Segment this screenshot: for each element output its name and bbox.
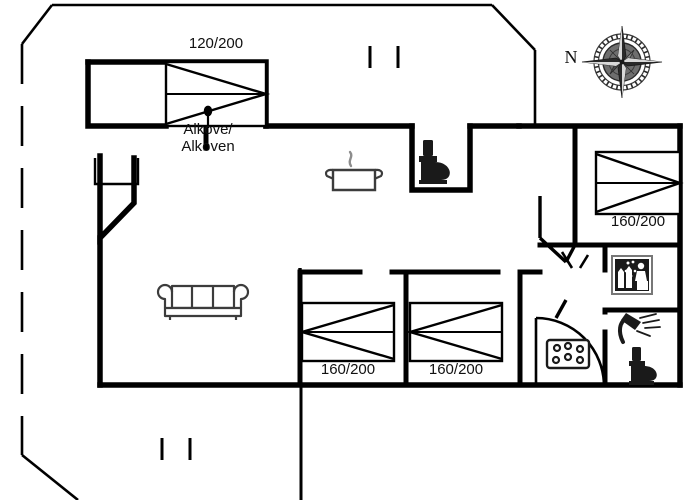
- stove-icon: [545, 338, 591, 370]
- cooking-pot-icon: [324, 150, 384, 192]
- bed-size-label-right-wing: 160/200: [610, 213, 666, 230]
- house-exterior-walls: [85, 59, 683, 388]
- door-leaf-marks: [560, 251, 590, 269]
- property-boundary: [20, 3, 537, 500]
- door-openings: [298, 196, 577, 319]
- sofa-icon: [156, 283, 250, 320]
- bed-icon-right-wing: [594, 150, 684, 216]
- shower-icon: [617, 313, 661, 344]
- bed-icon-center-left: [297, 301, 396, 363]
- terrace-tick-marks: [160, 46, 400, 460]
- bed-size-label-center-right: 160/200: [428, 361, 484, 378]
- door-swing-arc: [534, 316, 606, 387]
- house-interior-walls: [203, 123, 683, 388]
- toilet-icon-bathroom: [629, 347, 657, 385]
- alcove-room-label-line1: Alkove/: [183, 121, 233, 138]
- bed-icon-alcove: [164, 60, 271, 128]
- compass-rose-icon: [581, 25, 663, 99]
- alcove-room-label-line2: Alkoven: [181, 138, 235, 155]
- toilet-icon-wc: [419, 140, 450, 184]
- bed-size-label-center-left: 160/200: [320, 361, 376, 378]
- window-niche: [93, 158, 140, 186]
- bed-size-label-alcove: 120/200: [188, 35, 244, 52]
- bed-icon-center-right: [405, 301, 504, 363]
- compass-north-label: N: [564, 47, 578, 67]
- washing-machine-icon: [611, 255, 653, 295]
